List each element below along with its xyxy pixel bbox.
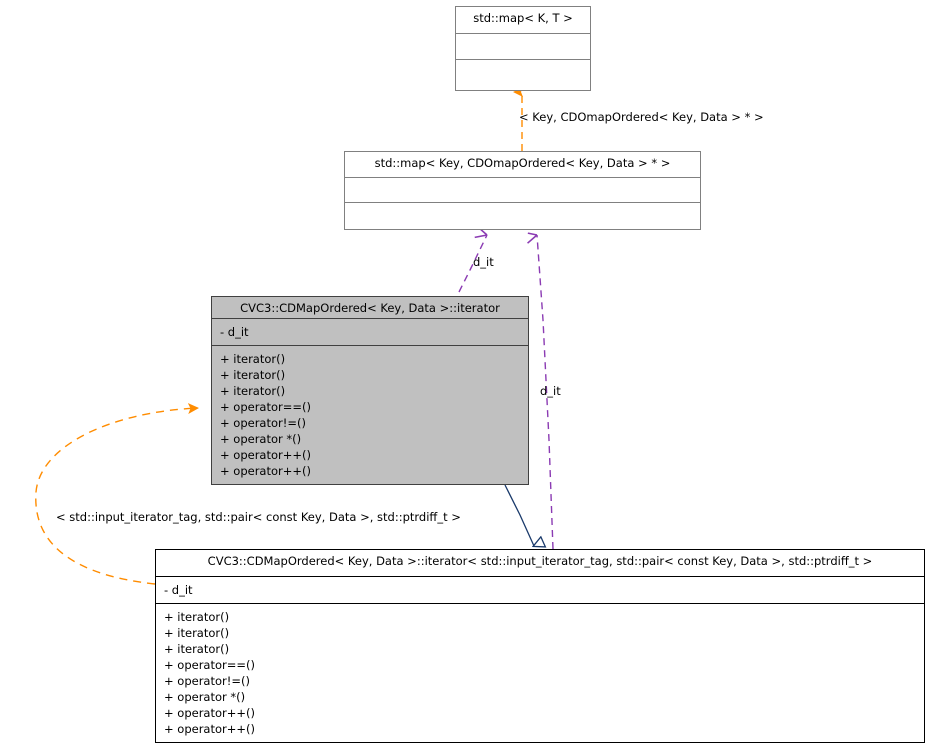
method-row: + operator++() bbox=[164, 706, 255, 720]
attributes-compartment bbox=[456, 34, 590, 60]
method-row: + iterator() bbox=[220, 352, 286, 366]
attributes-compartment bbox=[345, 178, 700, 203]
method-row: + iterator() bbox=[164, 626, 230, 640]
method-row: + iterator() bbox=[164, 642, 230, 656]
class-box-std-map-key-cdomapordered[interactable]: std::map< Key, CDOmapOrdered< Key, Data … bbox=[344, 151, 701, 230]
methods-compartment: + iterator() + iterator() + iterator() +… bbox=[156, 604, 924, 743]
methods-compartment: + iterator() + iterator() + iterator() +… bbox=[212, 346, 528, 485]
attribute-row: - d_it bbox=[220, 325, 249, 339]
edge-template-binding-bottom bbox=[35, 402, 199, 585]
edge-inheritance bbox=[504, 484, 534, 546]
edge-label-template-binding-bottom: < std::input_iterator_tag, std::pair< co… bbox=[56, 510, 461, 524]
class-title: std::map< Key, CDOmapOrdered< Key, Data … bbox=[345, 152, 700, 178]
method-row: + operator==() bbox=[220, 400, 311, 414]
attributes-compartment: - d_it bbox=[156, 577, 924, 604]
method-row: + iterator() bbox=[220, 368, 286, 382]
class-box-cdmapordered-iterator-specialized[interactable]: CVC3::CDMapOrdered< Key, Data >::iterato… bbox=[155, 549, 925, 743]
edge-label-d-it-left: d_it bbox=[473, 255, 494, 269]
attributes-compartment: - d_it bbox=[212, 319, 528, 346]
method-row: + operator!=() bbox=[164, 674, 250, 688]
class-title: CVC3::CDMapOrdered< Key, Data >::iterato… bbox=[212, 297, 528, 319]
method-row: + operator *() bbox=[220, 432, 302, 446]
method-row: + operator==() bbox=[164, 658, 255, 672]
class-box-std-map-kt[interactable]: std::map< K, T > bbox=[455, 6, 591, 91]
method-row: + operator++() bbox=[220, 464, 311, 478]
method-row: + operator!=() bbox=[220, 416, 306, 430]
edge-member-d-it-left bbox=[458, 235, 488, 293]
class-title: CVC3::CDMapOrdered< Key, Data >::iterato… bbox=[156, 550, 924, 577]
edge-label-template-binding-top: < Key, CDOmapOrdered< Key, Data > * > bbox=[519, 110, 764, 124]
methods-compartment bbox=[345, 203, 700, 229]
method-row: + operator *() bbox=[164, 690, 246, 704]
edge-member-d-it-right bbox=[537, 235, 554, 550]
method-row: + iterator() bbox=[164, 610, 230, 624]
class-title: std::map< K, T > bbox=[456, 7, 590, 34]
method-row: + operator++() bbox=[164, 722, 255, 736]
methods-compartment bbox=[456, 60, 590, 86]
class-box-cdmapordered-iterator[interactable]: CVC3::CDMapOrdered< Key, Data >::iterato… bbox=[211, 296, 529, 485]
method-row: + operator++() bbox=[220, 448, 311, 462]
attribute-row: - d_it bbox=[164, 583, 193, 597]
method-row: + iterator() bbox=[220, 384, 286, 398]
edge-label-d-it-right: d_it bbox=[540, 384, 561, 398]
